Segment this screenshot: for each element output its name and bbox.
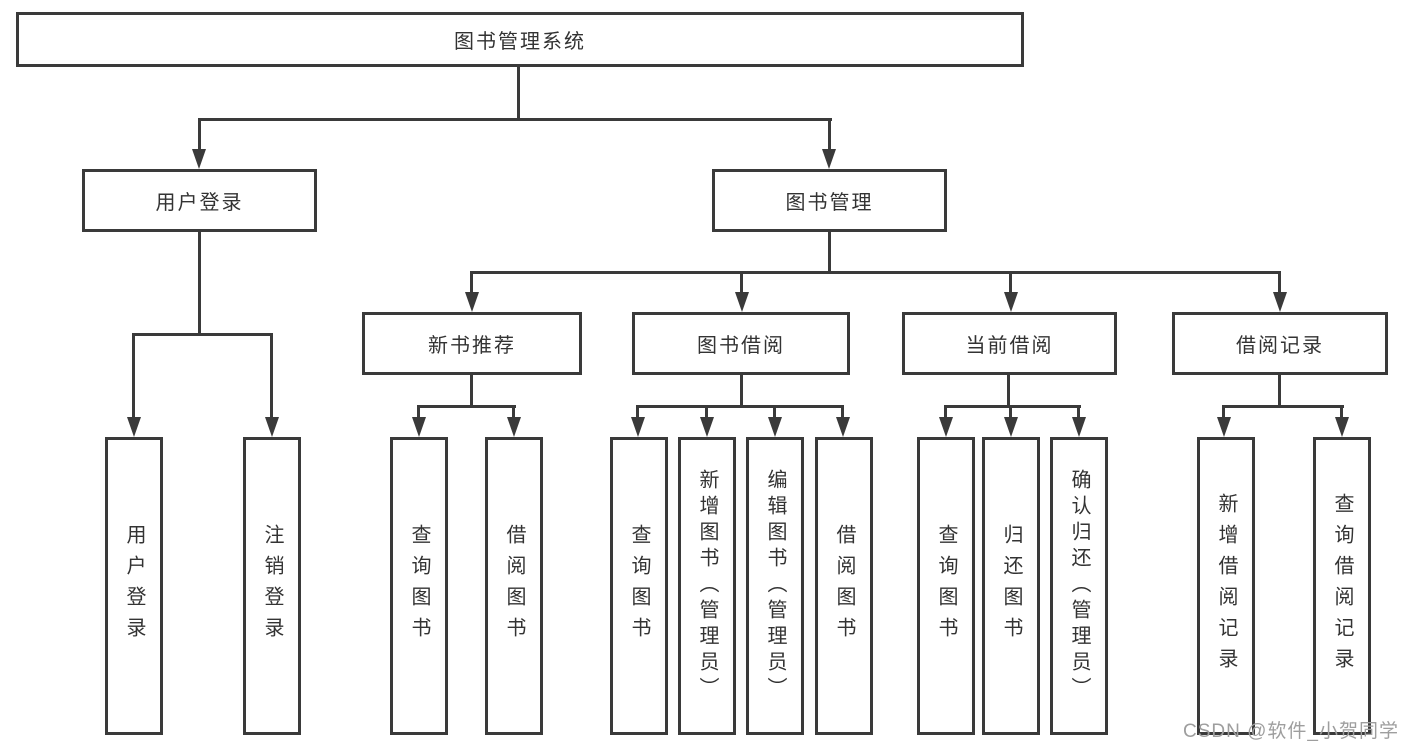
arrowhead-to-leaf-logout [265,417,279,437]
arrowhead-to-cb-query [939,417,953,437]
node-user-login: 用户登录 [82,169,317,232]
leaf-label: 查询借阅记录 [1331,493,1353,679]
arrowhead-to-cb-return [1004,417,1018,437]
node-leaf-cb-return-books: 归还图书 [982,437,1040,735]
connector-to-cb-query [944,405,947,417]
connector-root-bus [198,118,832,121]
arrowhead-to-bb-add [700,417,714,437]
node-root: 图书管理系统 [16,12,1024,67]
arrowhead-to-bb-edit [768,417,782,437]
arrowhead-to-current-borrowing [1004,292,1018,312]
node-leaf-cb-query-books: 查询图书 [917,437,975,735]
connector-to-nbr-borrow [512,405,515,417]
connector-to-book-borrowing [740,271,743,292]
connector-br-bus [1222,405,1344,408]
arrowhead-to-user-login [192,149,206,169]
connector-book-management-bus [470,271,1281,274]
connector-to-nbr-query [417,405,420,417]
leaf-label: 注销登录 [261,524,283,648]
connector-to-bb-edit [773,405,776,417]
arrowhead-to-bb-borrow [836,417,850,437]
connector-br-stem [1278,375,1281,408]
leaf-label: 借阅图书 [833,524,855,648]
connector-to-current-borrowing [1009,271,1012,292]
leaf-label: 新增图书（管理员） [696,469,718,703]
arrowhead-to-br-add [1217,417,1231,437]
node-leaf-bb-borrow-books: 借阅图书 [815,437,873,735]
connector-to-leaf-user-login [132,333,135,417]
connector-to-leaf-logout [270,333,273,417]
arrowhead-to-book-borrowing [735,292,749,312]
leaf-label: 归还图书 [1000,524,1022,648]
connector-to-cb-confirm [1077,405,1080,417]
connector-cb-bus [944,405,1081,408]
connector-nbr-bus [417,405,516,408]
arrowhead-to-cb-confirm [1072,417,1086,437]
connector-to-bb-add [705,405,708,417]
arrowhead-to-book-management [822,149,836,169]
leaf-label: 查询图书 [935,524,957,648]
arrowhead-to-bb-query [631,417,645,437]
arrowhead-to-new-book-recommend [465,292,479,312]
leaf-label: 确认归还（管理员） [1068,469,1090,703]
node-book-management: 图书管理 [712,169,947,232]
leaf-label: 编辑图书（管理员） [764,469,786,703]
connector-bb-stem [740,375,743,408]
connector-to-user-login [198,118,201,149]
connector-to-bb-query [636,405,639,417]
node-borrowing-records: 借阅记录 [1172,312,1388,375]
leaf-label: 新增借阅记录 [1215,493,1237,679]
leaf-label: 借阅图书 [503,524,525,648]
connector-user-login-stem [198,232,201,335]
node-leaf-bb-edit-books-admin: 编辑图书（管理员） [746,437,804,735]
node-leaf-br-add-record: 新增借阅记录 [1197,437,1255,735]
connector-root-stem [517,67,520,119]
node-current-borrowing: 当前借阅 [902,312,1117,375]
node-leaf-br-query-record: 查询借阅记录 [1313,437,1371,735]
connector-to-br-query [1340,405,1343,417]
connector-to-br-add [1222,405,1225,417]
arrowhead-to-leaf-user-login [127,417,141,437]
connector-user-login-bus [132,333,273,336]
arrowhead-to-borrowing-records [1273,292,1287,312]
arrowhead-to-nbr-query [412,417,426,437]
connector-to-cb-return [1009,405,1012,417]
node-new-book-recommend: 新书推荐 [362,312,582,375]
connector-to-book-management [828,118,831,149]
connector-to-bb-borrow [841,405,844,417]
node-book-borrowing: 图书借阅 [632,312,850,375]
node-leaf-logout: 注销登录 [243,437,301,735]
node-leaf-cb-confirm-return-admin: 确认归还（管理员） [1050,437,1108,735]
connector-nbr-stem [470,375,473,408]
node-leaf-user-login: 用户登录 [105,437,163,735]
connector-to-new-book-recommend [470,271,473,292]
leaf-label: 查询图书 [628,524,650,648]
node-leaf-nbr-query-books: 查询图书 [390,437,448,735]
arrowhead-to-br-query [1335,417,1349,437]
node-leaf-nbr-borrow-books: 借阅图书 [485,437,543,735]
leaf-label: 用户登录 [123,524,145,648]
arrowhead-to-nbr-borrow [507,417,521,437]
connector-bb-bus [636,405,844,408]
node-leaf-bb-query-books: 查询图书 [610,437,668,735]
connector-book-management-stem [828,232,831,273]
csdn-watermark: CSDN @软件_小贺同学 [1183,721,1399,742]
leaf-label: 查询图书 [408,524,430,648]
connector-to-borrowing-records [1278,271,1281,292]
node-leaf-bb-add-books-admin: 新增图书（管理员） [678,437,736,735]
connector-cb-stem [1007,375,1010,408]
